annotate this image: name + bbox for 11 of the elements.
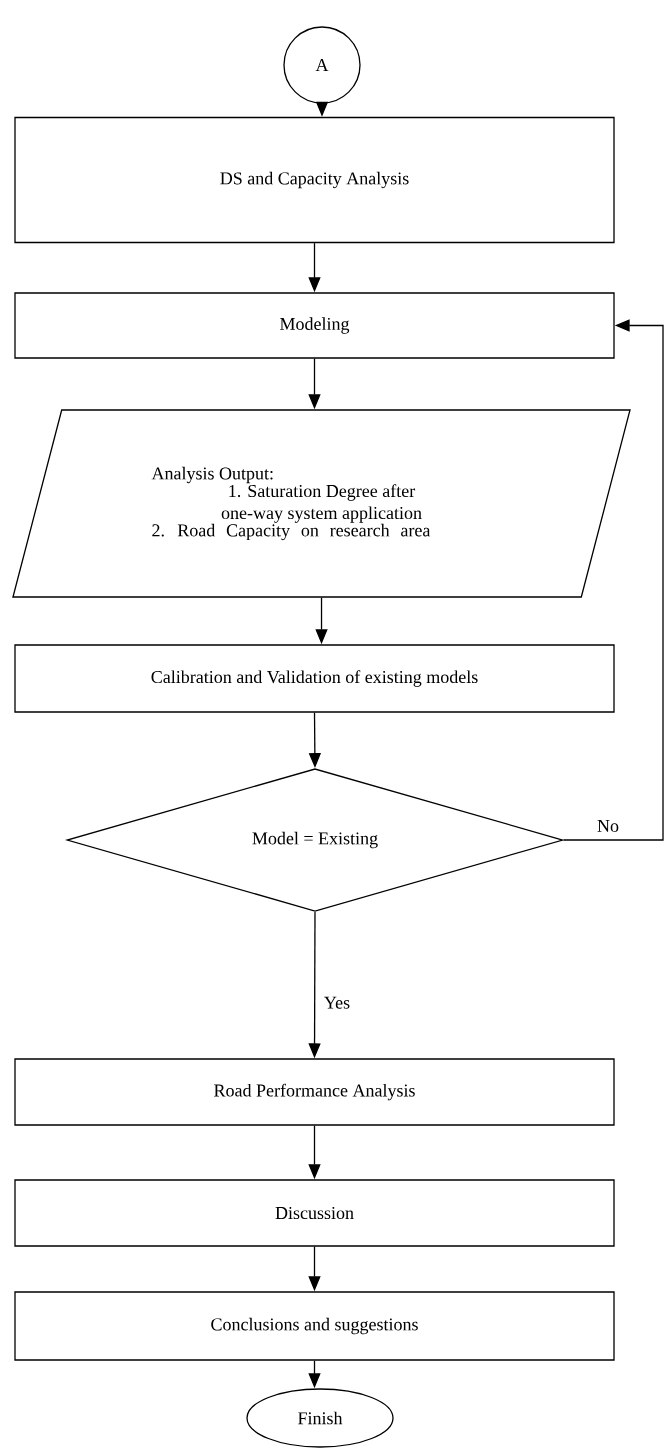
edge-label: No [596, 819, 620, 833]
edge-label: Yes [322, 995, 352, 1010]
output-parallelogram: Analysis Output: 1. Saturation Degree after one-way system application 2. Road Capacity on research area [12, 409, 631, 598]
process-box: DS and Capacity Analysis [14, 116, 615, 244]
terminal-oval: Finish [246, 1388, 394, 1448]
process-box: Modeling [14, 292, 615, 359]
process-box: Road Performance Analysis [14, 1058, 615, 1126]
arrow [563, 319, 664, 841]
process-box: Conclusions and suggestions [14, 1291, 615, 1361]
process-box: Discussion [14, 1179, 615, 1247]
process-box: Calibration and Validation of existing models [14, 644, 615, 713]
